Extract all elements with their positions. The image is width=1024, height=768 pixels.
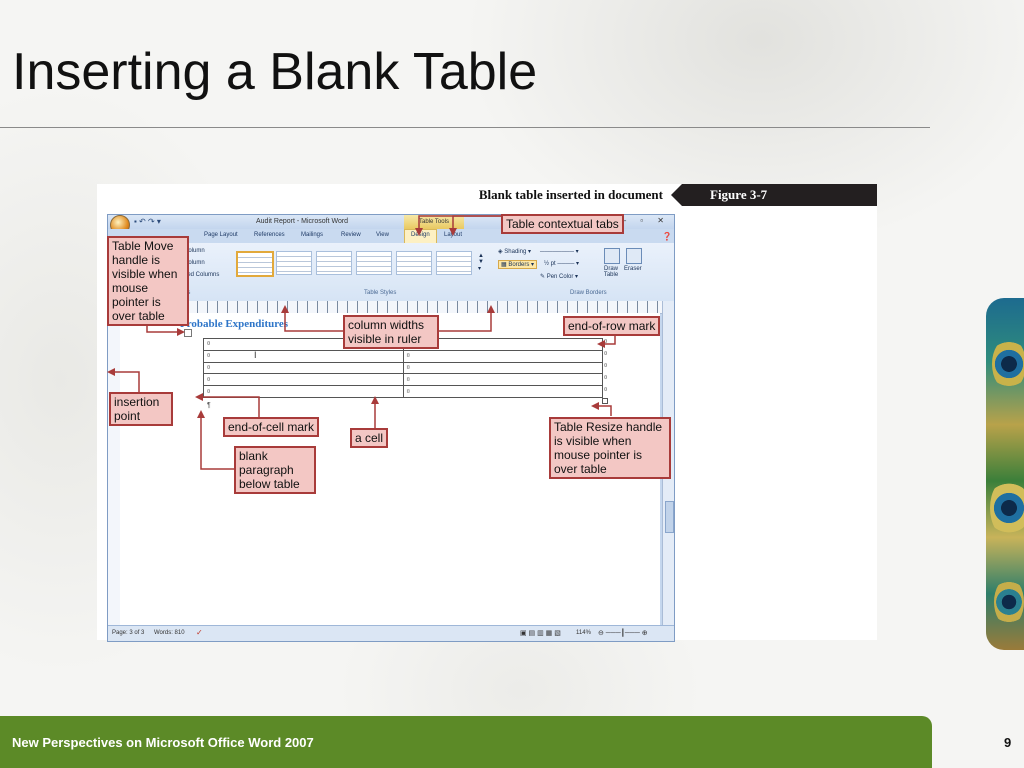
pen-color-button[interactable]: ✎ Pen Color ▾ (540, 274, 579, 280)
figure-label-arrow (671, 184, 682, 206)
end-of-row-mark: ¤ (604, 339, 608, 345)
table-cell[interactable]: ¤ (203, 385, 404, 398)
zoom-slider[interactable]: ⊖ ───┃─── ⊕ (598, 630, 648, 637)
document-heading: Probable Expenditures (180, 318, 289, 330)
table-row: ¤¤ (203, 361, 603, 375)
draw-table-label: Draw Table (603, 266, 619, 278)
styles-gallery-scroll[interactable]: ▲▼▾ (478, 253, 484, 272)
end-of-row-mark: ¤ (604, 351, 608, 357)
end-of-row-mark: ¤ (604, 375, 608, 381)
table-style-4[interactable] (356, 251, 392, 275)
tab-review[interactable]: Review (341, 232, 361, 238)
figure-header: Blank table inserted in document Figure … (97, 184, 877, 206)
table-cell[interactable]: ¤ (402, 361, 603, 375)
tab-layout[interactable]: Layout (444, 232, 463, 238)
table-cell[interactable]: ¤ (402, 373, 603, 387)
table-resize-handle[interactable] (602, 398, 608, 404)
status-page[interactable]: Page: 3 of 3 (112, 630, 145, 636)
figure-label: Figure 3-7 (710, 187, 768, 202)
table-row: ¤¤ (203, 385, 603, 398)
end-of-row-mark: ¤ (604, 363, 608, 369)
group-draw-borders-label: Draw Borders (570, 290, 607, 296)
callout-blank-paragraph: blank paragraph below table (234, 446, 316, 494)
borders-label: Borders (508, 262, 530, 268)
table-style-3[interactable] (316, 251, 352, 275)
line-style-dropdown[interactable]: ──────── ▾ (540, 249, 579, 255)
table-style-1[interactable] (236, 251, 274, 277)
table-cell[interactable]: ¤ (203, 349, 404, 363)
tab-view[interactable]: View (376, 232, 389, 238)
table-cell[interactable]: ¤ (203, 373, 404, 387)
eraser-label: Eraser (624, 266, 642, 272)
callout-end-of-cell-mark: end-of-cell mark (223, 417, 320, 437)
borders-button[interactable]: ▦ Borders ▾ (498, 260, 538, 269)
callout-end-of-row-mark: end-of-row mark (563, 316, 661, 336)
group-table-styles-label: Table Styles (364, 290, 397, 296)
status-bar: Page: 3 of 3 Words: 810 ✓ ▣ ▤ ▥ ▦ ▧ 114%… (108, 625, 674, 641)
callout-table-resize-handle: Table Resize handle is visible when mous… (549, 417, 671, 479)
draw-table-icon[interactable] (604, 248, 620, 264)
view-buttons[interactable]: ▣ ▤ ▥ ▦ ▧ (520, 630, 561, 637)
table-cell[interactable]: ¤ (203, 361, 404, 375)
page-number: 9 (1004, 735, 1012, 750)
proofing-icon[interactable]: ✓ (196, 628, 203, 637)
option-last-column[interactable]: Column (184, 260, 205, 266)
figure-3-7: Blank table inserted in document Figure … (97, 184, 877, 642)
tab-mailings[interactable]: Mailings (301, 232, 324, 238)
table-move-handle[interactable] (184, 329, 192, 337)
window-title: Audit Report - Microsoft Word (256, 218, 349, 225)
ribbon: Column Column ded Columns ns ▲▼▾ Table S… (108, 243, 674, 302)
scroll-thumb[interactable] (665, 501, 674, 533)
title-divider (0, 127, 930, 128)
tab-page-layout[interactable]: Page Layout (204, 232, 238, 238)
zoom-level[interactable]: 114% (576, 630, 591, 636)
table-row: ¤¤ (203, 349, 603, 363)
table-style-5[interactable] (396, 251, 432, 275)
eraser-icon[interactable] (626, 248, 642, 264)
pen-weight-label: ½ pt (544, 261, 556, 267)
shading-button[interactable]: ◈ Shading ▾ (498, 249, 531, 255)
horizontal-ruler[interactable] (108, 301, 674, 314)
option-banded-columns[interactable]: ded Columns (184, 272, 220, 278)
line-weight-dropdown[interactable]: ½ pt ──── ▾ (544, 261, 580, 267)
table-style-6[interactable] (436, 251, 472, 275)
table-cell[interactable]: ¤ (402, 385, 603, 398)
footer-text: New Perspectives on Microsoft Office Wor… (12, 735, 314, 750)
ibeam-cursor-icon: I (254, 350, 257, 360)
table-row: ¤¤ (203, 338, 603, 351)
window-controls[interactable]: – ▫ ✕ (621, 216, 670, 225)
help-icon[interactable]: ❓ (662, 232, 672, 241)
callout-table-move-handle: Table Move handle is visible when mouse … (107, 236, 189, 326)
option-first-column[interactable]: Column (184, 248, 205, 254)
callout-a-cell: a cell (350, 428, 389, 448)
pen-color-label: Pen Color (546, 274, 574, 280)
quick-access-toolbar[interactable]: ▪ ↶ ↷ ▾ (134, 217, 161, 226)
callout-insertion-point: insertion point (109, 392, 173, 426)
figure-label-box (682, 184, 877, 206)
shading-label: Shading (504, 249, 527, 255)
document-table: ¤¤ ¤¤ ¤¤ ¤¤ ¤¤ (203, 338, 603, 398)
tab-references[interactable]: References (254, 232, 285, 238)
callout-column-widths: column widths visible in ruler (343, 315, 439, 349)
end-of-row-mark: ¤ (604, 387, 608, 393)
table-style-2[interactable] (276, 251, 312, 275)
paragraph-mark: ¶ (207, 402, 211, 409)
footer-bar (0, 716, 932, 768)
table-row: ¤¤ (203, 373, 603, 387)
table-tools-header: Table Tools (404, 215, 464, 229)
callout-table-contextual-tabs: Table contextual tabs (501, 214, 624, 234)
figure-caption: Blank table inserted in document (478, 187, 663, 202)
status-words[interactable]: Words: 810 (154, 630, 185, 636)
table-cell[interactable]: ¤ (402, 349, 603, 363)
slide-title: Inserting a Blank Table (12, 43, 538, 101)
peacock-feather-image (986, 298, 1024, 650)
